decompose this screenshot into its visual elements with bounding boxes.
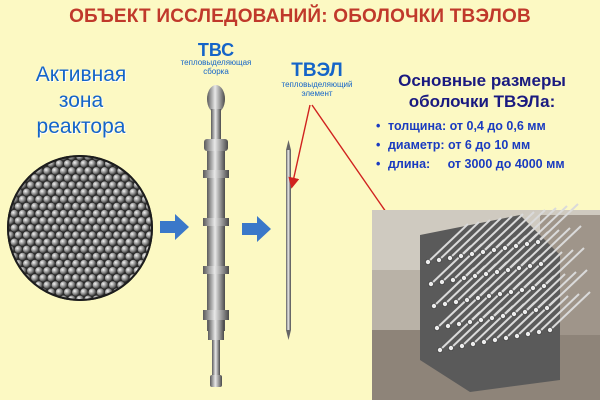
bullet-icon: •	[376, 138, 381, 152]
bullet-icon: •	[376, 157, 381, 171]
right-arrow-icon	[160, 214, 189, 240]
slide-title: ОБЪЕКТ ИССЛЕДОВАНИЙ: ОБОЛОЧКИ ТВЭЛОВ	[69, 6, 531, 27]
fuel-assembly-caption: тепловыделяющая сборка	[180, 58, 252, 76]
fuel-assembly-drawing	[203, 85, 229, 387]
fuel-bundle-photo	[372, 203, 600, 400]
dimensions-title: Основные размеры оболочки ТВЭЛа:	[398, 71, 566, 111]
reactor-core-cross-section	[7, 155, 153, 301]
dimension-item: •диаметр: от 6 до 10 мм	[376, 136, 565, 155]
dimensions-list: •толщина: от 0,4 до 0,6 мм •диаметр: от …	[376, 117, 565, 174]
fuel-rod-drawing	[286, 140, 291, 340]
dimension-item: •толщина: от 0,4 до 0,6 мм	[376, 117, 565, 136]
bullet-icon: •	[376, 119, 381, 133]
dimension-item: •длина: от 3000 до 4000 мм	[376, 155, 565, 174]
right-arrow-icon	[242, 216, 271, 242]
fuel-rod-caption: тепловыделяющий элемент	[281, 80, 353, 98]
fuel-assembly-label: ТВС	[197, 40, 235, 60]
reactor-core-label: Активная зона реактора	[35, 63, 127, 138]
fuel-rod-label: ТВЭЛ	[291, 60, 343, 81]
